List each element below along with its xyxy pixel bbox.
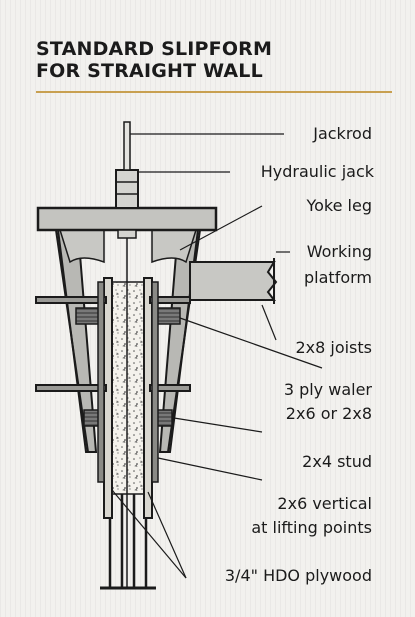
- jackrod: [123, 121, 131, 171]
- joist-crosspieces: [35, 296, 191, 392]
- title-line-1: STANDARD SLIPFORM: [36, 38, 273, 60]
- concrete-wall: [111, 281, 145, 495]
- label-waler-2: 2x6 or 2x8: [285, 404, 372, 423]
- title-line-2: FOR STRAIGHT WALL: [36, 60, 263, 82]
- label-vertical-2: at lifting points: [251, 518, 372, 537]
- page-title: STANDARD SLIPFORM FOR STRAIGHT WALL: [36, 38, 396, 82]
- leader-lines: [111, 133, 323, 579]
- plywood-left: [103, 277, 113, 519]
- label-vertical-1: 2x6 vertical: [277, 494, 372, 513]
- label-working-platform-1: Working: [306, 242, 372, 261]
- label-working-platform-2: platform: [304, 268, 372, 287]
- label-joists: 2x8 joists: [295, 338, 372, 357]
- plywood-right: [143, 277, 153, 519]
- label-stud: 2x4 stud: [302, 452, 372, 471]
- studs: [97, 281, 159, 483]
- label-hydraulic-jack: Hydraulic jack: [260, 162, 374, 181]
- brace-left: [58, 229, 105, 264]
- label-yoke-leg: Yoke leg: [306, 196, 372, 215]
- brace-right: [151, 229, 198, 264]
- label-jackrod: Jackrod: [313, 124, 372, 143]
- title-underline: [36, 91, 392, 93]
- working-platform-beam: [189, 261, 278, 301]
- label-plywood: 3/4" HDO plywood: [224, 566, 372, 585]
- yoke-beam: [36, 206, 218, 232]
- label-waler-1: 3 ply waler: [283, 380, 372, 399]
- hydraulic-jack-body: [115, 169, 139, 209]
